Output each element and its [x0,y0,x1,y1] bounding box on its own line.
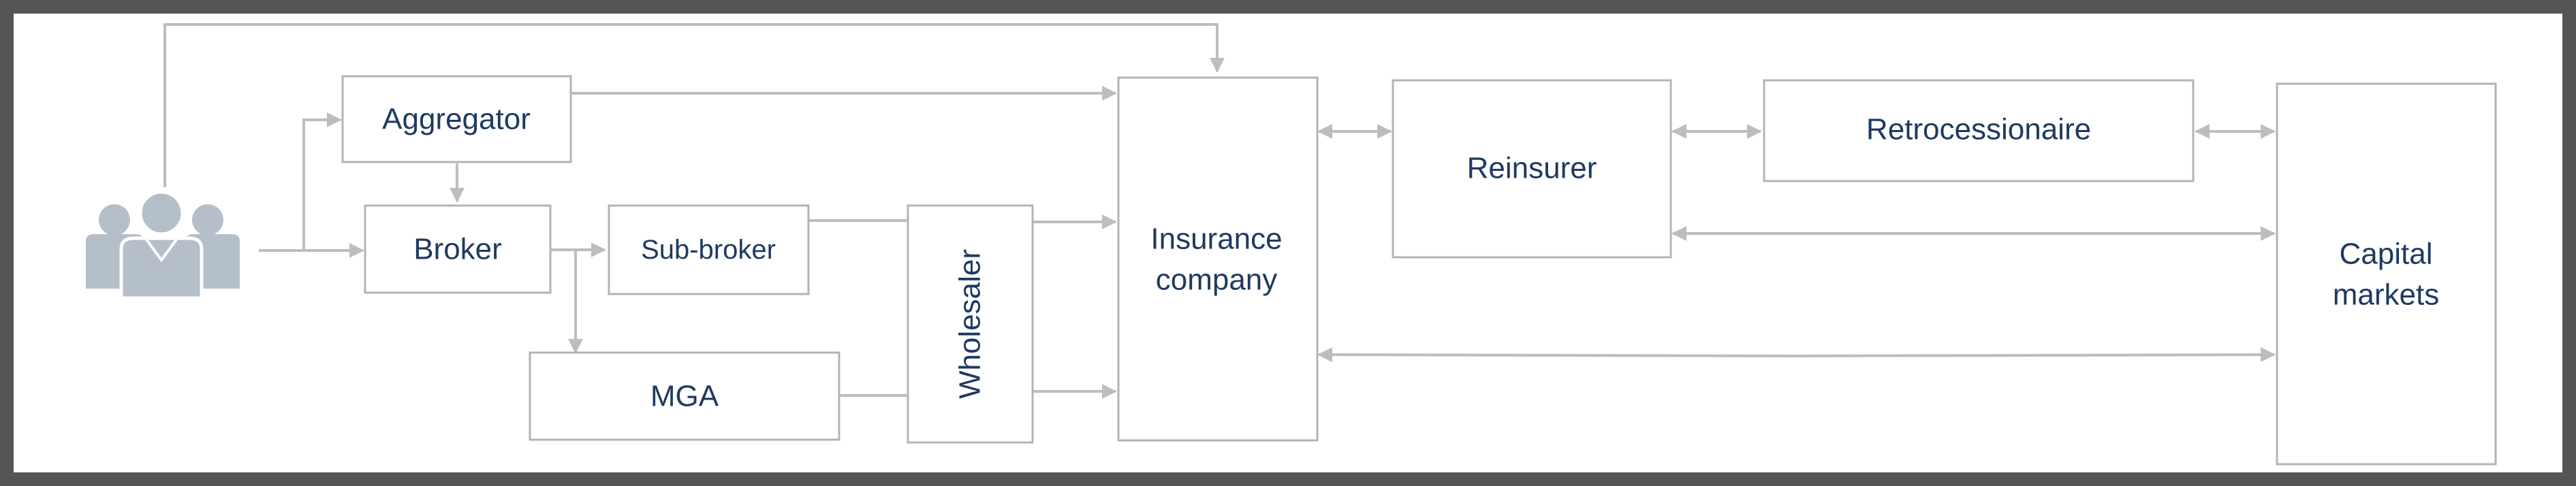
customers-group-icon [86,190,240,300]
capital-markets-box [2276,82,2497,466]
connector-insurance-capital [1317,347,2276,363]
reinsurer-box [1392,79,1672,259]
broker-label: Broker [413,233,502,266]
capital-markets-label-line2: markets [2333,278,2439,312]
broker-box [364,204,552,294]
connector-customers-to-insurance-top [163,23,1225,187]
connectors [163,23,2276,399]
insurance-company-label-line1: Insurance [1150,223,1282,256]
reinsurer-label: Reinsurer [1467,152,1597,185]
sub-broker-box [608,204,810,295]
retrocessionaire-box [1763,79,2195,182]
wholesaler-label: Wholesaler [954,249,987,399]
labels: Aggregator Broker Sub-broker MGA Wholesa… [382,103,2439,413]
mga-label: MGA [650,380,719,413]
aggregator-box [341,75,572,163]
sub-broker-label: Sub-broker [641,235,776,265]
wholesaler-box [907,204,1034,444]
insurance-company-label-line2: company [1156,263,1278,297]
boxes [341,75,2497,466]
aggregator-label: Aggregator [382,103,531,136]
mga-box [529,351,841,441]
connector-customers-to-aggregator [302,112,342,250]
retrocessionaire-label: Retrocessionaire [1866,113,2091,146]
insurance-company-box [1117,76,1319,442]
capital-markets-label-line1: Capital [2340,238,2433,271]
